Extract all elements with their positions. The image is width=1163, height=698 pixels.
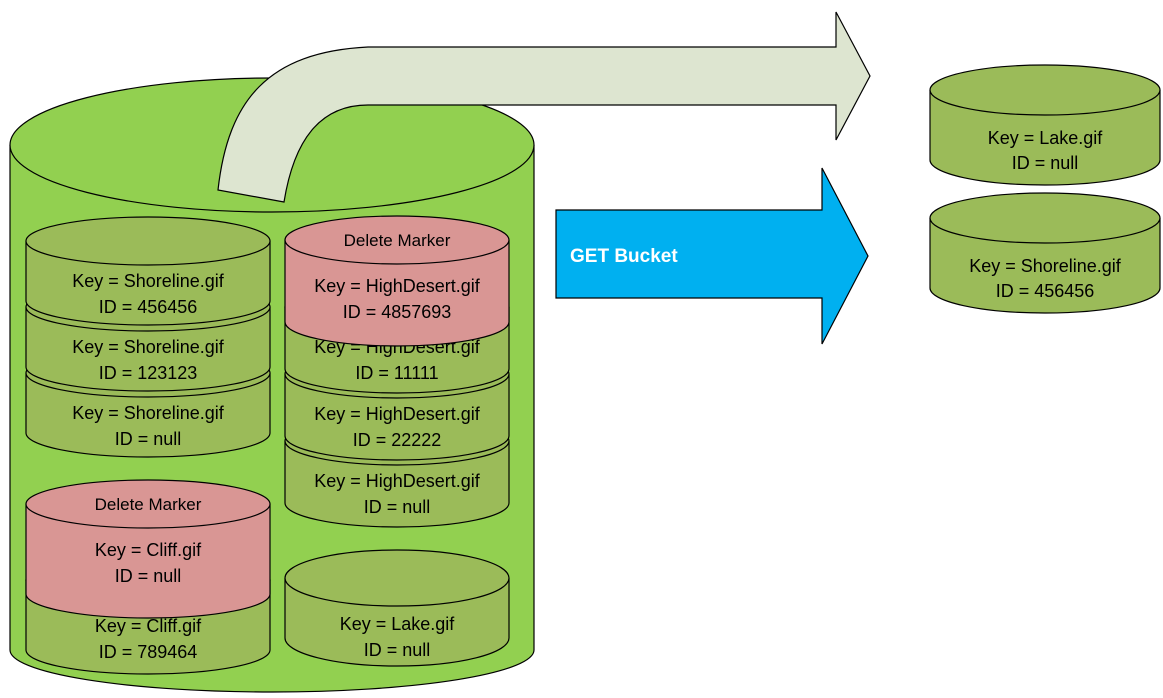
object-version-body: [284, 441, 510, 528]
delete-marker-label: Delete Marker: [95, 495, 202, 514]
object-version-id: ID = 789464: [99, 642, 198, 662]
object-version-id: ID = null: [115, 566, 182, 586]
object-key: Key = HighDesert.gif: [314, 404, 481, 424]
version-stack: Key = Cliff.gif ID = 789464 Delete MarkerK…: [25, 479, 271, 675]
object-key: Key = Shoreline.gif: [969, 256, 1122, 276]
object-version-id: ID = 11111: [355, 363, 438, 383]
object-key: Key = Cliff.gif: [95, 616, 202, 636]
object-version-id: ID = 22222: [353, 430, 442, 450]
version-stack: Key = Lake.gif ID = null: [284, 549, 510, 667]
result-object-body: [929, 90, 1161, 186]
object-version-body: [284, 374, 510, 461]
object-key: Key = Shoreline.gif: [72, 337, 225, 357]
version-stack: Key = Shoreline.gif ID = null Key = Shorel…: [25, 216, 271, 458]
object-key: Key = HighDesert.gif: [314, 276, 481, 296]
object-key: Key = Lake.gif: [340, 614, 456, 634]
version-stack: Key = HighDesert.gif ID = null Key = HighD…: [284, 215, 510, 528]
object-key: Key = Shoreline.gif: [72, 403, 225, 423]
object-version-id: ID = 456456: [99, 297, 198, 317]
object-version-id: ID = 456456: [996, 281, 1095, 301]
object-version-id: ID = null: [364, 497, 431, 517]
delete-marker-body: [284, 240, 510, 347]
object-version-id: ID = 123123: [99, 363, 198, 383]
object-version-id: ID = 4857693: [343, 302, 452, 322]
delete-marker-top: [25, 479, 271, 529]
object-key: Key = Lake.gif: [988, 128, 1104, 148]
result-object-body: [929, 218, 1161, 314]
delete-marker-label: Delete Marker: [344, 231, 451, 250]
get-bucket-label: GET Bucket: [570, 246, 678, 267]
object-version: Key = Shoreline.gif ID = 456456: [25, 216, 271, 326]
object-version-id: ID = null: [115, 429, 182, 449]
result-object: Key = Shoreline.gif ID = 456456: [929, 192, 1161, 314]
delete-marker-top: [284, 215, 510, 265]
get-bucket-arrow: GET Bucket: [555, 167, 869, 345]
delete-marker-body: [25, 504, 271, 619]
result-object-top: [929, 64, 1161, 116]
object-version-top: [25, 216, 271, 266]
bucket-contents: Key = Shoreline.gif ID = null Key = Shorel…: [25, 215, 510, 675]
object-key: Key = Cliff.gif: [95, 540, 202, 560]
object-key: Key = HighDesert.gif: [314, 471, 481, 491]
object-version-top: [284, 549, 510, 607]
object-version-id: ID = null: [364, 640, 431, 660]
result-object: Key = Lake.gif ID = null: [929, 64, 1161, 186]
result-object-top: [929, 192, 1161, 244]
object-version: Key = Lake.gif ID = null: [284, 549, 510, 667]
object-version-id: ID = null: [1012, 153, 1079, 173]
result-arrow: [217, 11, 871, 203]
object-key: Key = Shoreline.gif: [72, 271, 225, 291]
